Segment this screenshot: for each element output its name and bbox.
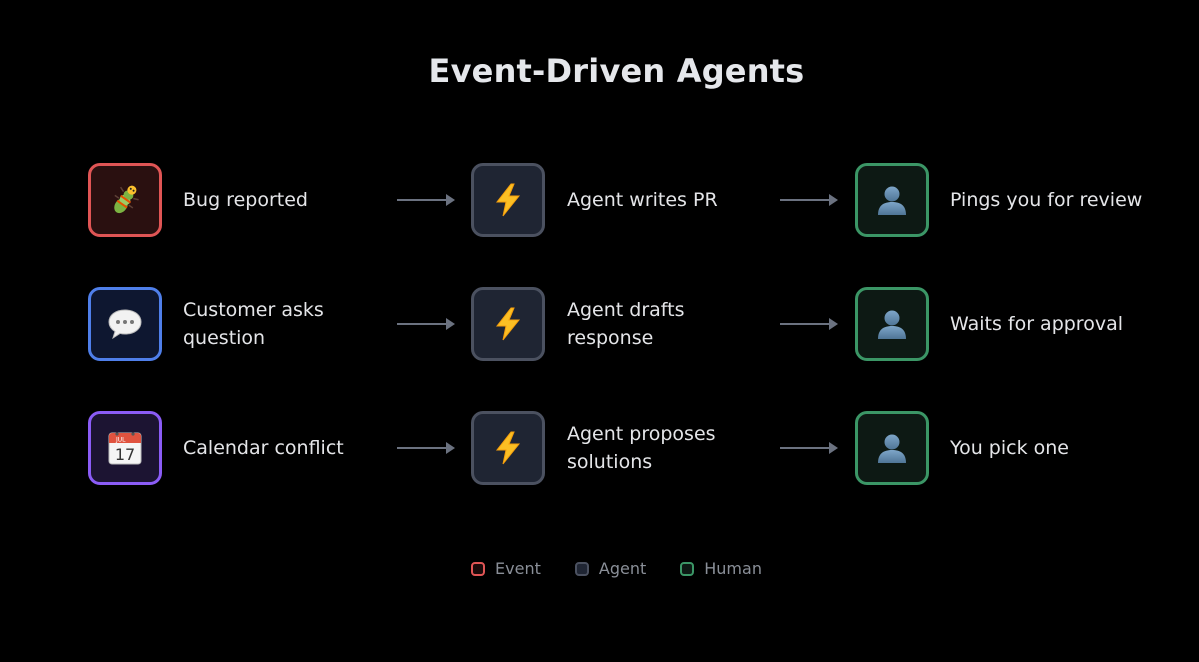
lightning-icon [495,307,521,341]
bug-icon [114,185,139,214]
event-node-bug [88,163,162,237]
person-icon [878,434,906,463]
legend-swatch-agent [574,561,589,576]
person-icon [878,186,906,215]
agent-node [471,163,545,237]
arrow-agent-to-human [780,318,838,330]
legend-label-human: Human [704,559,762,578]
event-label: Bug reported [183,189,308,211]
calendar-month: JUL [115,437,126,444]
human-label: Pings you for review [950,189,1143,211]
lightning-icon [495,431,521,465]
calendar-day: 17 [115,445,135,464]
flow-row-calendar: JUL 17 Calendar conflict Agent proposes … [0,411,1199,491]
human-node [855,411,929,485]
flow-row-customer: Customer asks question Agent drafts resp… [0,287,1199,367]
diagram-title: Event-Driven Agents [428,52,805,90]
arrow-event-to-agent [397,194,455,206]
arrow-agent-to-human [780,194,838,206]
agent-node [471,287,545,361]
event-label: Customer asks question [183,299,324,349]
human-label: Waits for approval [950,313,1123,335]
arrow-event-to-agent [397,442,455,454]
flow-row-bug: Bug reported Agent writes PR Pings you f… [0,163,1199,243]
agent-label: Agent writes PR [567,189,718,211]
legend-item-event: Event [471,559,541,578]
event-node-customer [88,287,162,361]
person-icon [878,310,906,339]
legend-item-human: Human [680,559,762,578]
calendar-icon: JUL 17 [108,432,142,465]
human-node [855,163,929,237]
agent-label: Agent proposes solutions [567,423,716,473]
human-node [855,287,929,361]
legend-label-event: Event [495,559,541,578]
agent-node [471,411,545,485]
human-label: You pick one [950,437,1069,459]
event-node-calendar: JUL 17 [88,411,162,485]
legend-label-agent: Agent [598,559,647,578]
legend-swatch-human [680,561,695,576]
legend: Event Agent Human [0,559,1199,578]
legend-item-agent: Agent [574,559,647,578]
legend-swatch-event [471,561,486,576]
agent-label: Agent drafts response [567,299,685,349]
lightning-icon [495,183,521,217]
event-label: Calendar conflict [183,437,344,459]
arrow-event-to-agent [397,318,455,330]
speech-bubble-icon [108,309,142,340]
arrow-agent-to-human [780,442,838,454]
